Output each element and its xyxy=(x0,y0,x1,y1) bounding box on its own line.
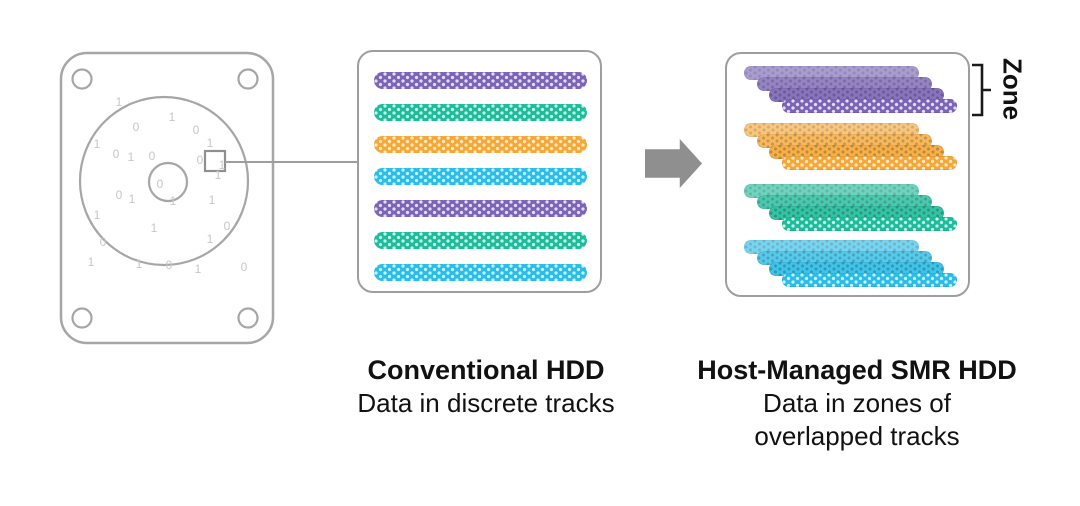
smr-caption: Host-Managed SMR HDD Data in zones of ov… xyxy=(697,354,1017,453)
overlapped-track-orange xyxy=(769,145,944,159)
platter-circle xyxy=(78,95,250,267)
smr-subtitle-line2: overlapped tracks xyxy=(754,421,960,451)
discrete-track-orange xyxy=(374,136,587,153)
zone-bracket xyxy=(972,63,991,117)
conventional-hdd-box xyxy=(357,50,602,293)
overlapped-track-teal xyxy=(756,195,932,209)
overlapped-track-purple xyxy=(781,99,957,113)
hdd-illustration xyxy=(59,51,275,345)
magnifier-connector-line xyxy=(225,161,357,163)
overlapped-track-purple xyxy=(744,66,919,80)
overlapped-track-purple xyxy=(756,77,932,91)
overlapped-zones-group xyxy=(727,54,968,295)
discrete-track-purple xyxy=(374,200,587,217)
discrete-track-cyan xyxy=(374,264,587,281)
zone-label: Zone xyxy=(997,57,1028,121)
screw-hole-top-right xyxy=(237,68,259,90)
discrete-track-purple xyxy=(374,72,587,89)
overlapped-track-teal xyxy=(781,217,957,231)
overlapped-track-purple xyxy=(769,88,944,102)
overlapped-track-cyan xyxy=(744,240,919,254)
discrete-track-teal xyxy=(374,104,587,121)
discrete-tracks-group xyxy=(359,52,600,291)
overlapped-track-orange xyxy=(781,156,957,170)
screw-hole-bottom-left xyxy=(71,307,93,329)
overlapped-track-orange xyxy=(756,134,932,148)
overlapped-track-orange xyxy=(744,123,919,137)
overlapped-track-cyan xyxy=(781,273,957,287)
discrete-track-teal xyxy=(374,232,587,249)
conventional-title: Conventional HDD xyxy=(367,355,605,385)
discrete-track-cyan xyxy=(374,168,587,185)
smr-title: Host-Managed SMR HDD xyxy=(697,355,1017,385)
conventional-subtitle: Data in discrete tracks xyxy=(357,388,615,418)
magnified-region-square xyxy=(203,149,227,173)
smr-hdd-box xyxy=(725,52,970,297)
smr-subtitle-line1: Data in zones of xyxy=(763,388,951,418)
overlapped-track-cyan xyxy=(769,262,944,276)
overlapped-track-cyan xyxy=(756,251,932,265)
screw-hole-top-left xyxy=(71,68,93,90)
conventional-caption: Conventional HDD Data in discrete tracks xyxy=(357,354,614,420)
screw-hole-bottom-right xyxy=(237,307,259,329)
overlapped-track-teal xyxy=(769,206,944,220)
right-arrow-icon xyxy=(645,139,702,188)
spindle-circle xyxy=(147,161,189,203)
overlapped-track-teal xyxy=(744,184,919,198)
hdd-case xyxy=(59,51,275,345)
